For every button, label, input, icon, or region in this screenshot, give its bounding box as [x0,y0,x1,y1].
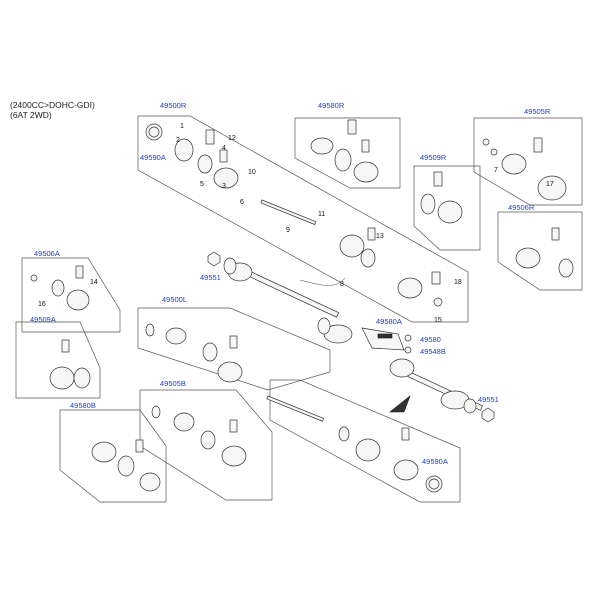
item-12: 12 [228,135,236,142]
cv-joint-right-mid [339,227,443,307]
nut-49551-bottom [481,407,495,423]
cv-joint-49505R [482,137,567,201]
ref-49590A-bottom: 49590A [422,457,448,466]
item-10: 10 [248,169,256,176]
group-49506A-box [21,257,121,333]
ref-49580A: 49580A [376,317,402,326]
ref-49505B: 49505B [160,379,186,388]
group-49500R-box [137,115,469,323]
group-49506R-box [497,211,583,291]
ref-49506A: 49506A [34,249,60,258]
cv-joint-49505B [151,405,247,467]
bracket-49580A [361,327,412,354]
group-49509R-box [413,165,481,251]
item-17: 17 [546,181,554,188]
item-7: 7 [494,167,498,174]
ref-49551-top: 49551 [200,273,221,282]
ref-49580R: 49580R [318,101,345,110]
right-drive-shaft [223,257,353,344]
ref-49548B: 49548B [420,347,446,356]
ref-49509R: 49509R [420,153,447,162]
group-49509A-box [15,321,101,399]
ref-49500R: 49500R [160,101,187,110]
item-18: 18 [454,279,462,286]
engine-spec-label: (2400CC>DOHC-GDI) [10,100,95,110]
inner-shaft-bottom [266,395,325,422]
ref-49509A: 49509A [30,315,56,324]
cv-joint-49509R [420,171,463,224]
item-5: 5 [200,181,204,188]
cv-joint-49580B [91,439,161,492]
item-13: 13 [376,233,384,240]
ref-49500L: 49500L [162,295,187,304]
nut-49551-top [207,251,221,267]
cv-joint-49509A [49,339,91,390]
group-49505R-box [473,117,583,206]
cv-joint-49506A [30,265,90,311]
item-3: 3 [222,183,226,190]
item-11: 11 [318,211,325,218]
inner-shaft-top [260,199,317,225]
transmission-spec-label: (6AT 2WD) [10,110,52,120]
ref-49580B: 49580B [70,401,96,410]
ref-49580: 49580 [420,335,441,344]
group-49580B-box [59,409,167,503]
cv-joint-49500L [145,323,243,383]
cv-joint-outer-top [145,123,239,189]
item-16: 16 [38,301,46,308]
group-49500L-box [137,307,331,391]
item-2: 2 [176,137,180,144]
item-8: 8 [340,281,344,288]
item-14: 14 [90,279,98,286]
cv-joint-49506R [515,227,574,278]
item-1: 1 [180,123,184,130]
item-15: 15 [434,317,442,324]
cv-joint-49580R [310,119,379,183]
item-9: 9 [286,227,290,234]
group-49590A-bottom-box [269,379,461,503]
item-4: 4 [222,145,226,152]
ref-49505R: 49505R [524,107,551,116]
left-drive-shaft [389,358,483,414]
ref-49506R: 49506R [508,203,535,212]
ref-49590A-top: 49590A [140,153,166,162]
group-49580R-box [294,117,401,189]
item-6: 6 [240,199,244,206]
cv-joint-49590A-bottom [338,426,443,493]
ref-49551-bottom: 49551 [478,395,499,404]
